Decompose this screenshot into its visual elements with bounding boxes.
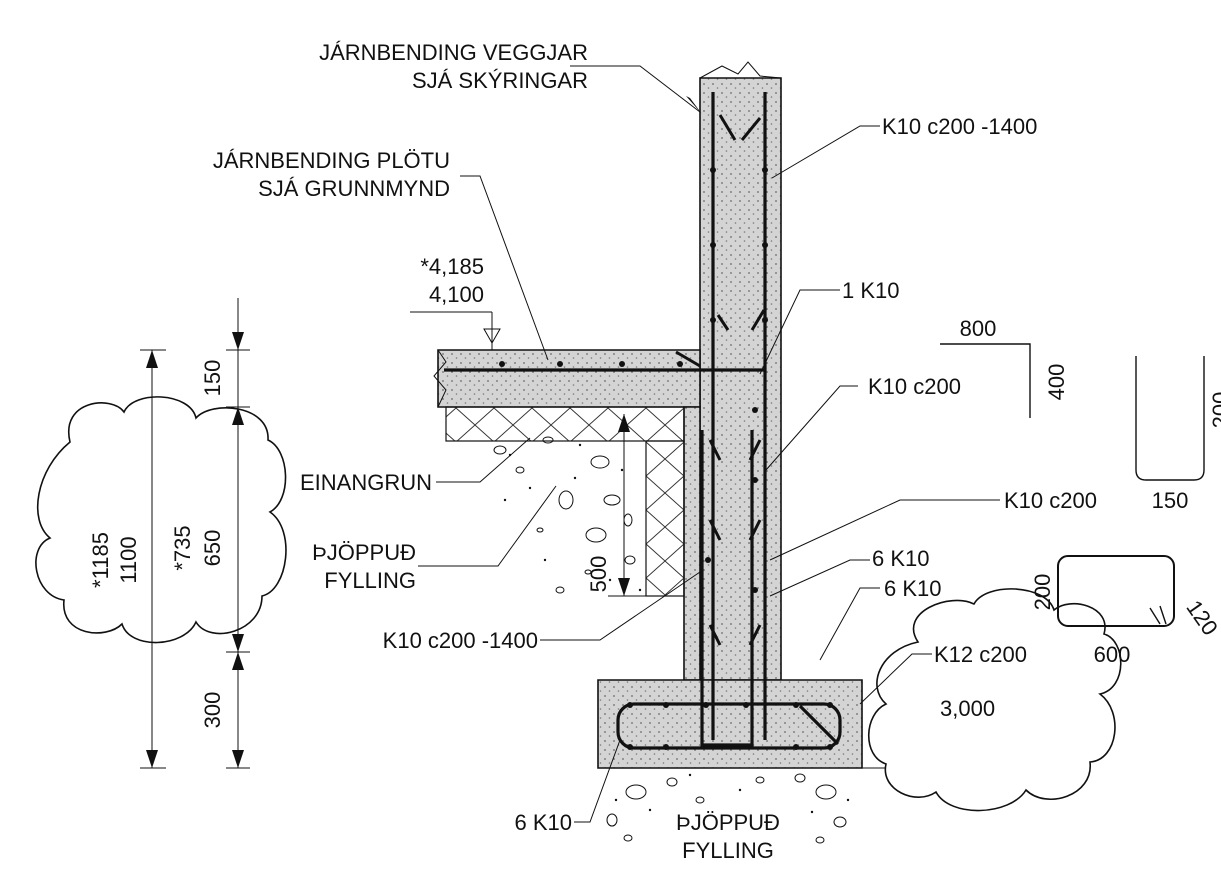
label-1-k10: 1 K10 xyxy=(842,278,900,303)
label-slab-rebar-line1: JÁRNBENDING PLÖTU xyxy=(213,148,450,173)
reinforcement xyxy=(444,92,842,750)
leader-lines xyxy=(418,65,1000,823)
label-k10-c200-b: K10 c200 xyxy=(1004,488,1097,513)
label-6-k10-bottom: 6 K10 xyxy=(515,810,573,835)
label-wall-rebar-line1: JÁRNBENDING VEGGJAR xyxy=(319,40,588,65)
label-6-k10-b: 6 K10 xyxy=(884,576,942,601)
label-wall-rebar-line2: SJÁ SKÝRINGAR xyxy=(412,68,588,93)
label-k10-c200-1400-left: K10 c200 -1400 xyxy=(383,628,538,653)
elevation-slab: 4,100 xyxy=(429,282,484,307)
bar-hook-length: 800 xyxy=(960,316,997,341)
bar-u-width: 150 xyxy=(1152,488,1189,513)
label-insulation: EINANGRUN xyxy=(300,470,432,495)
dim-150: 150 xyxy=(200,360,225,397)
revision-cloud-right xyxy=(867,588,1122,812)
stirrup-hook: 120 xyxy=(1181,595,1221,639)
label-fill-inner-line1: ÞJÖPPUÐ xyxy=(312,540,416,565)
elevation-footing: 3,000 xyxy=(940,696,995,721)
bar-u-height: 200 xyxy=(1208,392,1221,429)
elevation-slab-alt: *4,185 xyxy=(420,254,484,279)
label-k10-c200-a: K10 c200 xyxy=(868,374,961,399)
annotations: JÁRNBENDING VEGGJAR SJÁ SKÝRINGAR JÁRNBE… xyxy=(88,40,1221,863)
dim-1100-alt: *1185 xyxy=(88,532,113,588)
dim-650: 650 xyxy=(200,530,225,567)
stirrup-height: 200 xyxy=(1030,574,1055,611)
label-6-k10-a: 6 K10 xyxy=(872,546,930,571)
bar-shape-u xyxy=(1135,356,1205,481)
dimension-lines xyxy=(140,298,646,769)
dim-300: 300 xyxy=(200,692,225,729)
bar-shape-stirrup xyxy=(1057,555,1175,627)
label-fill-bottom-line2: FYLLING xyxy=(682,838,774,863)
compacted-fill xyxy=(493,436,850,844)
revision-cloud-left xyxy=(35,396,287,644)
label-slab-rebar-line2: SJÁ GRUNNMYND xyxy=(258,176,450,201)
bar-shape-hook xyxy=(940,343,1031,418)
label-k12-c200: K12 c200 xyxy=(934,642,1027,667)
stirrup-width: 600 xyxy=(1094,642,1131,667)
bar-hook-leg: 400 xyxy=(1044,364,1069,401)
label-fill-inner-line2: FYLLING xyxy=(324,568,416,593)
dim-650-alt: *735 xyxy=(170,525,195,570)
dim-500: 500 xyxy=(586,556,611,593)
insulation-layer xyxy=(445,406,685,597)
dim-1100: 1100 xyxy=(116,536,141,583)
label-k10-c200-1400-top: K10 c200 -1400 xyxy=(882,114,1037,139)
label-fill-bottom-line1: ÞJÖPPUÐ xyxy=(676,810,780,835)
